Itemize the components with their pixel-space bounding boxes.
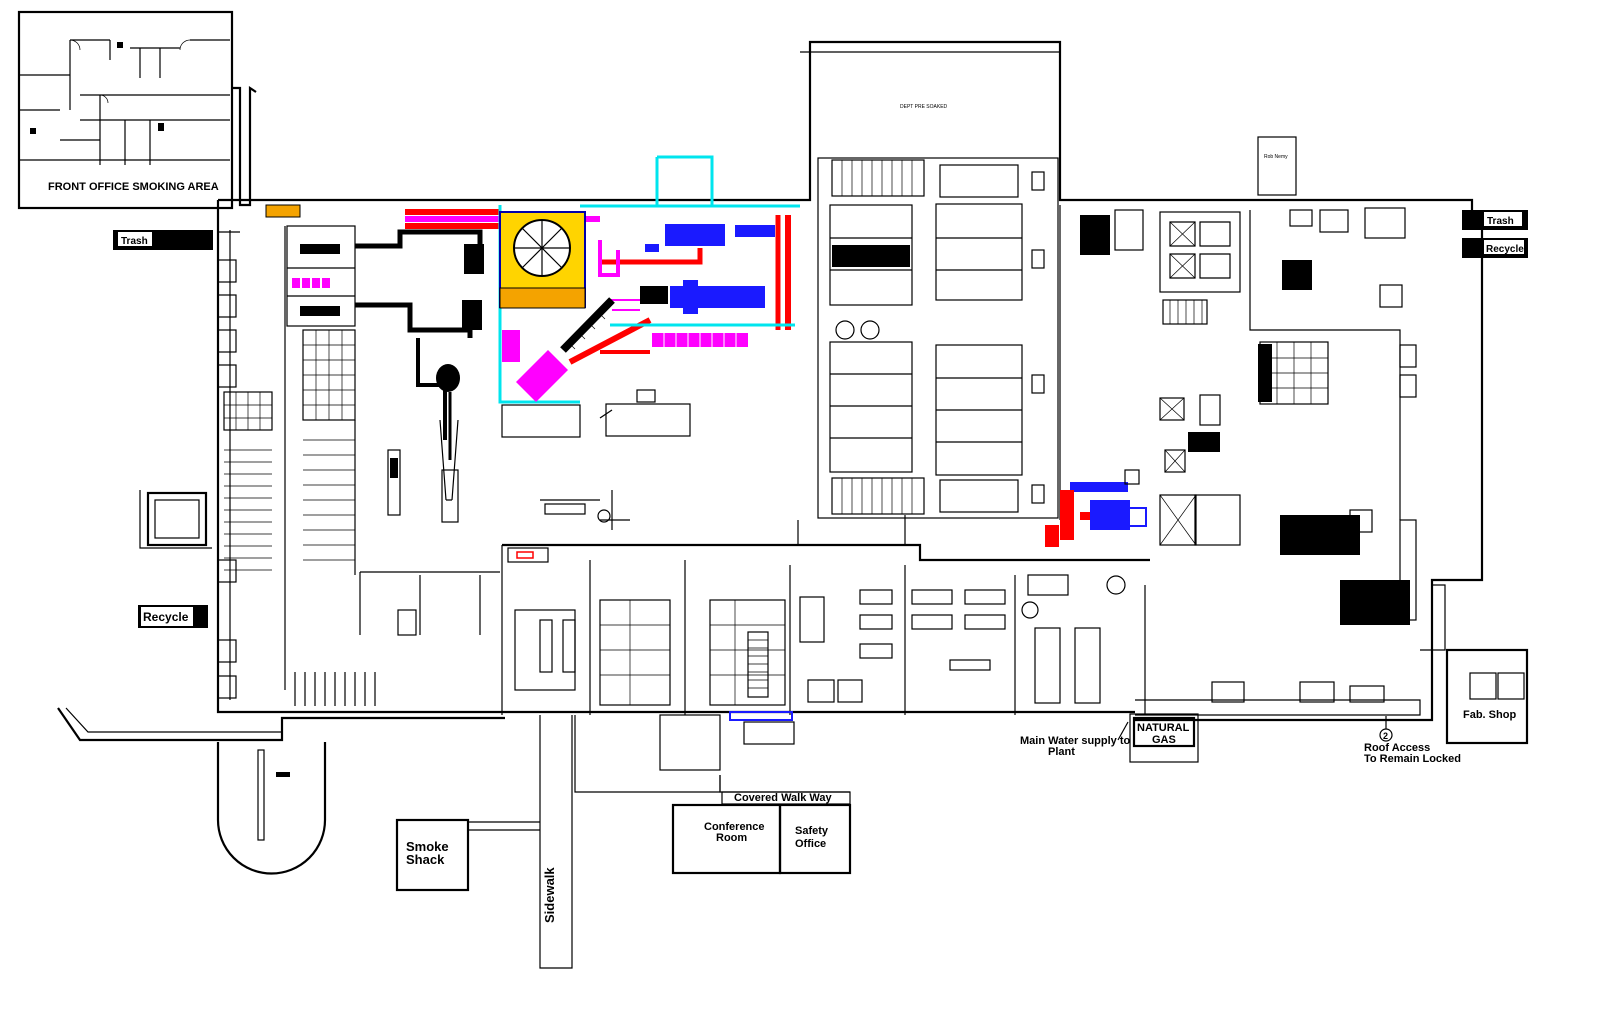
conference-safety-block: Covered Walk Way Conference Room Safety … xyxy=(671,791,852,875)
recycle-right-label: Recycle xyxy=(1486,244,1524,255)
front-office-label: FRONT OFFICE SMOKING AREA xyxy=(48,181,219,193)
conference-room-label-1: Conference xyxy=(704,821,765,833)
safety-office-label-1: Safety xyxy=(795,825,829,837)
front-office: FRONT OFFICE SMOKING AREA xyxy=(17,10,234,210)
main-water-label-1: Main Water supply to xyxy=(1020,735,1130,747)
storage-racks-left xyxy=(223,329,376,706)
smoke-shack-label-1: Smoke xyxy=(406,839,449,854)
covered-walkway-label: Covered Walk Way xyxy=(734,792,832,804)
roof-access-marker: 2 xyxy=(1383,731,1388,741)
safety-office-label-2: Office xyxy=(795,838,826,850)
fab-shop-label: Fab. Shop xyxy=(1463,709,1516,721)
interior-walls xyxy=(284,226,1140,690)
smoke-shack: Smoke Shack xyxy=(395,818,540,892)
blue-machinery xyxy=(610,224,775,314)
pipe-runs-black xyxy=(355,229,484,523)
process-bays-left xyxy=(265,204,356,327)
front-office-passage xyxy=(232,85,257,207)
roof-access-label-2: To Remain Locked xyxy=(1364,753,1461,765)
cooling-fan-enclosure xyxy=(498,155,800,404)
red-blue-equipment-right xyxy=(1045,482,1147,547)
smoke-shack-label-2: Shack xyxy=(406,852,445,867)
fab-shop: Fab. Shop xyxy=(1420,584,1529,745)
recycle-bin-left: Recycle xyxy=(138,605,208,628)
recycle-left-label: Recycle xyxy=(143,610,189,624)
main-water-label-2: Plant xyxy=(1048,746,1075,758)
building-shell xyxy=(57,40,1484,875)
roof-access-label-1: Roof Access xyxy=(1364,742,1430,754)
trash-bin-right: Trash xyxy=(1462,210,1528,230)
natural-gas-meter: NATURAL GAS xyxy=(1129,713,1199,763)
pipe-runs-red xyxy=(405,209,791,365)
conference-room-label-2: Room xyxy=(716,832,747,844)
svg-text:Rob Nemy: Rob Nemy xyxy=(1264,154,1288,160)
sidewalk-label: Sidewalk xyxy=(542,867,557,923)
lower-wing xyxy=(501,543,1421,969)
right-production-area: Rob Nemy xyxy=(1059,136,1417,625)
dock-doors-left xyxy=(217,259,237,699)
trash-bin-left: Trash xyxy=(113,230,213,250)
magenta-tanks xyxy=(502,297,748,402)
svg-text:DEPT PRE SOAKED: DEPT PRE SOAKED xyxy=(900,104,948,110)
roof-access-note: 2 Roof Access To Remain Locked xyxy=(1364,716,1461,765)
natural-gas-label-2: GAS xyxy=(1152,734,1176,746)
central-hall: DEPT PRE SOAKED xyxy=(817,104,1059,519)
trash-right-label: Trash xyxy=(1487,216,1514,227)
trash-left-label: Trash xyxy=(121,236,148,247)
left-exterior xyxy=(139,490,212,549)
work-tables xyxy=(501,389,691,438)
natural-gas-label-1: NATURAL xyxy=(1137,722,1190,734)
main-water-supply-note: Main Water supply to Plant xyxy=(1020,721,1130,758)
recycle-bin-right: Recycle xyxy=(1462,238,1528,258)
